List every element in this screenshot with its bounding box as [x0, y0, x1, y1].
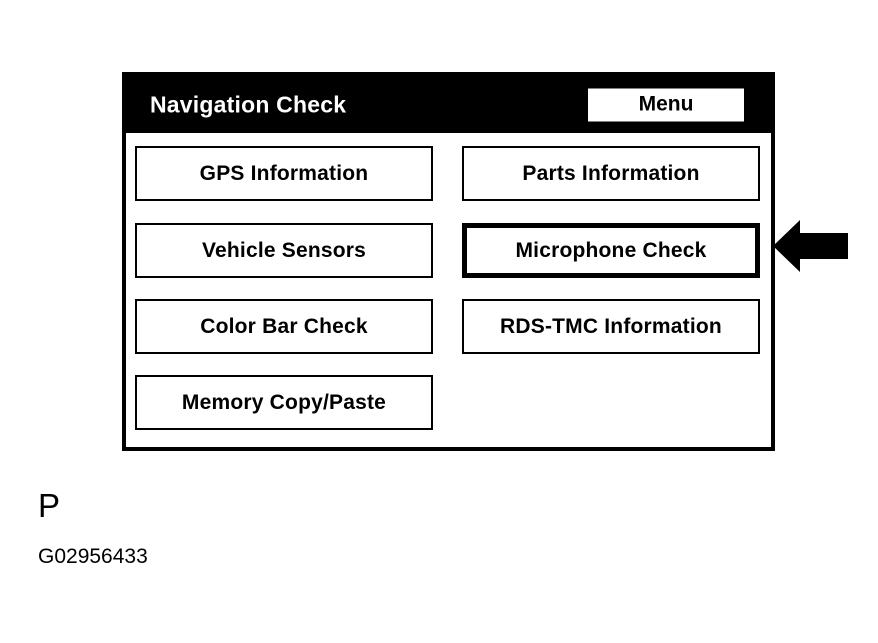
button-parts-information[interactable]: Parts Information	[462, 146, 760, 201]
menu-button-grid: GPS Information Parts Information Vehicl…	[126, 133, 771, 447]
button-microphone-check[interactable]: Microphone Check	[462, 223, 760, 278]
figure-code: G02956433	[38, 545, 148, 568]
button-rds-tmc-information[interactable]: RDS-TMC Information	[462, 299, 760, 354]
button-color-bar-check[interactable]: Color Bar Check	[135, 299, 433, 354]
menu-button[interactable]: Menu	[588, 88, 744, 121]
navigation-check-screen: Navigation Check Menu GPS Information Pa…	[122, 72, 775, 451]
screen-title-bar: Navigation Check Menu	[126, 76, 771, 133]
caption-letter: P	[38, 487, 61, 524]
arrow-left-icon	[773, 216, 848, 276]
button-gps-information[interactable]: GPS Information	[135, 146, 433, 201]
button-memory-copy-paste[interactable]: Memory Copy/Paste	[135, 375, 433, 430]
button-vehicle-sensors[interactable]: Vehicle Sensors	[135, 223, 433, 278]
page-title: Navigation Check	[150, 91, 347, 117]
